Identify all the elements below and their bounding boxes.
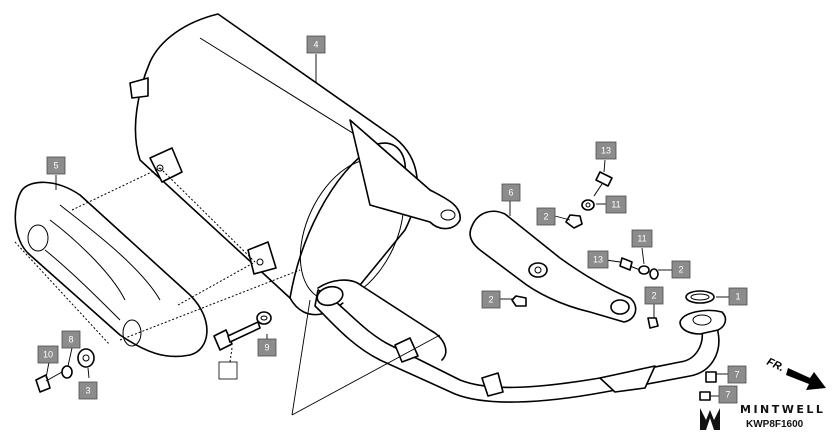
callout-10: 10 bbox=[37, 345, 59, 364]
svg-text:KWP8F1600: KWP8F1600 bbox=[746, 419, 804, 430]
svg-text:10: 10 bbox=[43, 350, 53, 360]
front-arrow-icon bbox=[786, 368, 826, 390]
svg-text:2: 2 bbox=[678, 265, 683, 275]
svg-text:1: 1 bbox=[735, 292, 740, 302]
svg-text:11: 11 bbox=[637, 234, 646, 244]
svg-text:7: 7 bbox=[734, 370, 739, 380]
leader-lines bbox=[14, 54, 730, 416]
svg-text:13: 13 bbox=[593, 255, 603, 265]
callout-11-lower: 11 bbox=[631, 229, 653, 248]
svg-text:7: 7 bbox=[725, 390, 730, 400]
watermark: MINTWELL KWP8F1600 bbox=[700, 403, 825, 430]
mintwell-logo-icon bbox=[700, 408, 720, 430]
muffler-body bbox=[129, 13, 461, 316]
svg-text:11: 11 bbox=[611, 200, 620, 210]
front-direction-indicator: FR. bbox=[765, 356, 826, 390]
svg-text:FR.: FR. bbox=[765, 356, 786, 374]
svg-text:MINTWELL: MINTWELL bbox=[740, 403, 825, 416]
svg-text:4: 4 bbox=[313, 40, 318, 50]
svg-text:8: 8 bbox=[68, 335, 73, 345]
svg-text:2: 2 bbox=[488, 295, 493, 305]
callout-9: 9 bbox=[257, 338, 277, 357]
callout-2-lower: 2 bbox=[644, 286, 664, 305]
callout-7-upper: 7 bbox=[727, 365, 747, 384]
svg-text:5: 5 bbox=[53, 161, 58, 171]
svg-text:2: 2 bbox=[651, 291, 656, 301]
callout-2-upper: 2 bbox=[536, 207, 556, 226]
callout-6: 6 bbox=[501, 183, 521, 202]
callout-8: 8 bbox=[61, 330, 81, 349]
svg-text:6: 6 bbox=[508, 188, 513, 198]
muffler-protector bbox=[14, 181, 208, 358]
svg-text:9: 9 bbox=[264, 343, 269, 353]
callout-5: 5 bbox=[46, 156, 66, 175]
blank-callout bbox=[218, 361, 238, 380]
callout-1: 1 bbox=[728, 287, 748, 306]
pipe-protector bbox=[469, 210, 637, 323]
exhaust-pipe bbox=[314, 279, 727, 403]
svg-text:13: 13 bbox=[601, 146, 611, 156]
callout-2-mid: 2 bbox=[481, 290, 501, 309]
svg-text:3: 3 bbox=[85, 386, 90, 396]
callout-7-lower: 7 bbox=[718, 385, 738, 404]
callout-2-right: 2 bbox=[671, 260, 691, 279]
callout-3: 3 bbox=[78, 381, 98, 400]
callout-13-upper: 13 bbox=[595, 141, 617, 160]
callout-4: 4 bbox=[306, 35, 326, 54]
callout-11-upper: 11 bbox=[605, 195, 627, 214]
svg-text:2: 2 bbox=[543, 212, 548, 222]
fastener-parts bbox=[35, 171, 717, 401]
callout-13-lower: 13 bbox=[587, 250, 609, 269]
